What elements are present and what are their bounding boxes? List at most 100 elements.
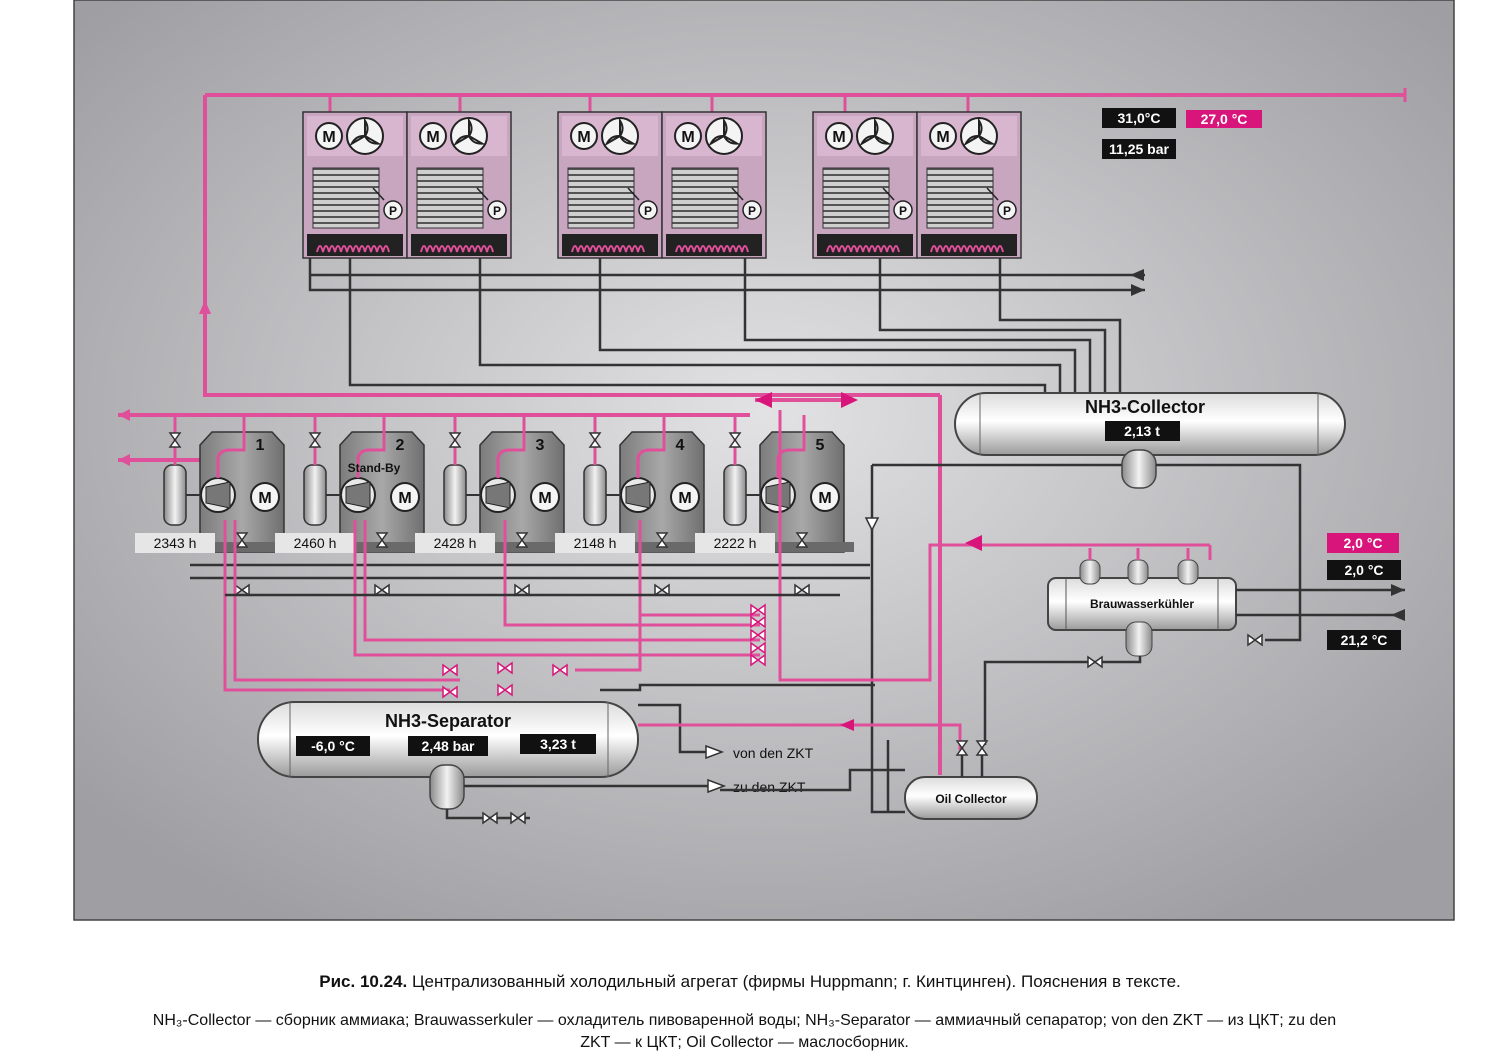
valve-icon [442,685,458,699]
valve-icon [514,583,530,597]
compressor-number: 3 [536,437,545,454]
valve-icon [728,432,742,448]
motor-icon: M [674,122,702,150]
flow-arrow-icon [965,535,982,551]
fan-icon [450,117,488,155]
condenser-temp-2-readout: 27,0 °C [1201,111,1248,127]
valve-icon [750,615,766,629]
motor-icon: M [670,482,700,512]
motor-letter: M [832,129,845,146]
condensate-lines [308,258,1145,395]
motor-letter: M [678,490,691,507]
pump-letter: P [1003,204,1011,218]
valve-icon [308,432,322,448]
valve-icon [794,583,810,597]
motor-letter: M [577,129,590,146]
fan-icon [856,117,894,155]
valves [442,603,1263,825]
valve-icon [482,811,498,825]
brew-temp-1-readout: 2,0 °C [1343,535,1382,551]
flow-arrow-icon [1131,284,1145,296]
motor-letter: M [398,490,411,507]
compressor-number: 1 [256,437,265,454]
motor-letter: M [538,490,551,507]
flow-arrow-icon [707,778,727,794]
flow-arrow-icon [841,392,858,408]
compressor-hours-readout: 2460 h [294,535,337,551]
hot-gas-header [199,88,1407,397]
fan-icon [960,117,998,155]
valve-icon [750,628,766,642]
valve-icon [497,683,513,697]
fan-icon [346,117,384,155]
motor-icon: M [419,122,447,150]
motor-icon: M [530,482,560,512]
valve-icon [552,663,568,677]
valve-icon [654,583,670,597]
motor-icon: M [315,122,343,150]
valve-icon [374,583,390,597]
flow-arrow-icon [1130,269,1144,281]
nh3-separator: NH3-Separator -6,0 °C 2,48 bar 3,23 t vo… [257,701,962,820]
brew-temp-3-readout: 21,2 °C [1341,632,1388,648]
motor-icon: M [390,482,420,512]
compressor-headers [118,392,1125,814]
pump-icon: P [383,200,403,220]
valve-icon [375,532,389,548]
figure-caption: Рис. 10.24. Централизованный холодильный… [220,972,1280,992]
compressor-number: 2 [396,437,405,454]
zu-den-zkt-label: zu den ZKT [733,779,806,795]
valve-icon [750,603,766,617]
valve-icon [235,532,249,548]
valve-icon [510,811,526,825]
compressor-hours-readout: 2343 h [154,535,197,551]
motor-letter: M [322,129,335,146]
compressor-number: 5 [816,437,825,454]
nh3-separator-label: NH3-Separator [385,711,511,731]
pump-letter: P [493,204,501,218]
flow-arrow-icon [755,392,772,408]
pump-letter: P [748,204,756,218]
valve-icon [1087,655,1103,669]
brew-water-readouts: 2,0 °C 2,0 °C 21,2 °C [1327,533,1401,650]
motor-letter: M [426,129,439,146]
pump-icon: P [997,200,1017,220]
condenser-unit: MP [406,111,512,259]
flow-arrow-icon [1391,584,1405,596]
flow-arrow-icon [199,300,211,314]
condenser-pressure-readout: 11,25 bar [1109,141,1169,157]
compressor-hours-readout: 2148 h [574,535,617,551]
separator-pressure-readout: 2,48 bar [422,738,475,754]
valve-icon [795,532,809,548]
condenser-unit: MP [916,111,1022,259]
motor-icon: M [570,122,598,150]
oil-return-lines [223,410,1212,692]
condenser-unit: MP [812,111,918,259]
compressor-hours-readout: 2428 h [434,535,477,551]
condenser-temp-1-readout: 31,0°C [1118,110,1161,126]
motor-letter: M [681,129,694,146]
flow-arrow-icon [705,744,725,760]
compressor-number: 4 [676,437,685,454]
motor-letter: M [936,129,949,146]
von-den-zkt-label: von den ZKT [733,745,814,761]
compressor-hours-readout: 2222 h [714,535,757,551]
valve-icon [1247,633,1263,647]
collector-mass-readout: 2,13 t [1124,423,1160,439]
figure-legend-line-2: ZKT — к ЦКТ; Oil Collector — маслосборни… [580,1034,909,1051]
valve-icon [588,432,602,448]
figure-legend-line-1: NH₃-Collector — сборник аммиака; Brauwas… [152,1012,1337,1029]
motor-icon: M [810,482,840,512]
pump-letter: P [644,204,652,218]
condenser-unit: MP [661,111,767,259]
pump-icon: P [638,200,658,220]
pump-letter: P [389,204,397,218]
nh3-collector: NH3-Collector 2,13 t [954,392,1346,642]
fan-icon [601,117,639,155]
brauwasserkuehler-label: Brauwasserkühler [1090,597,1194,611]
compressor-unit: M 3 2428 h [415,415,574,597]
valve-icon [448,432,462,448]
